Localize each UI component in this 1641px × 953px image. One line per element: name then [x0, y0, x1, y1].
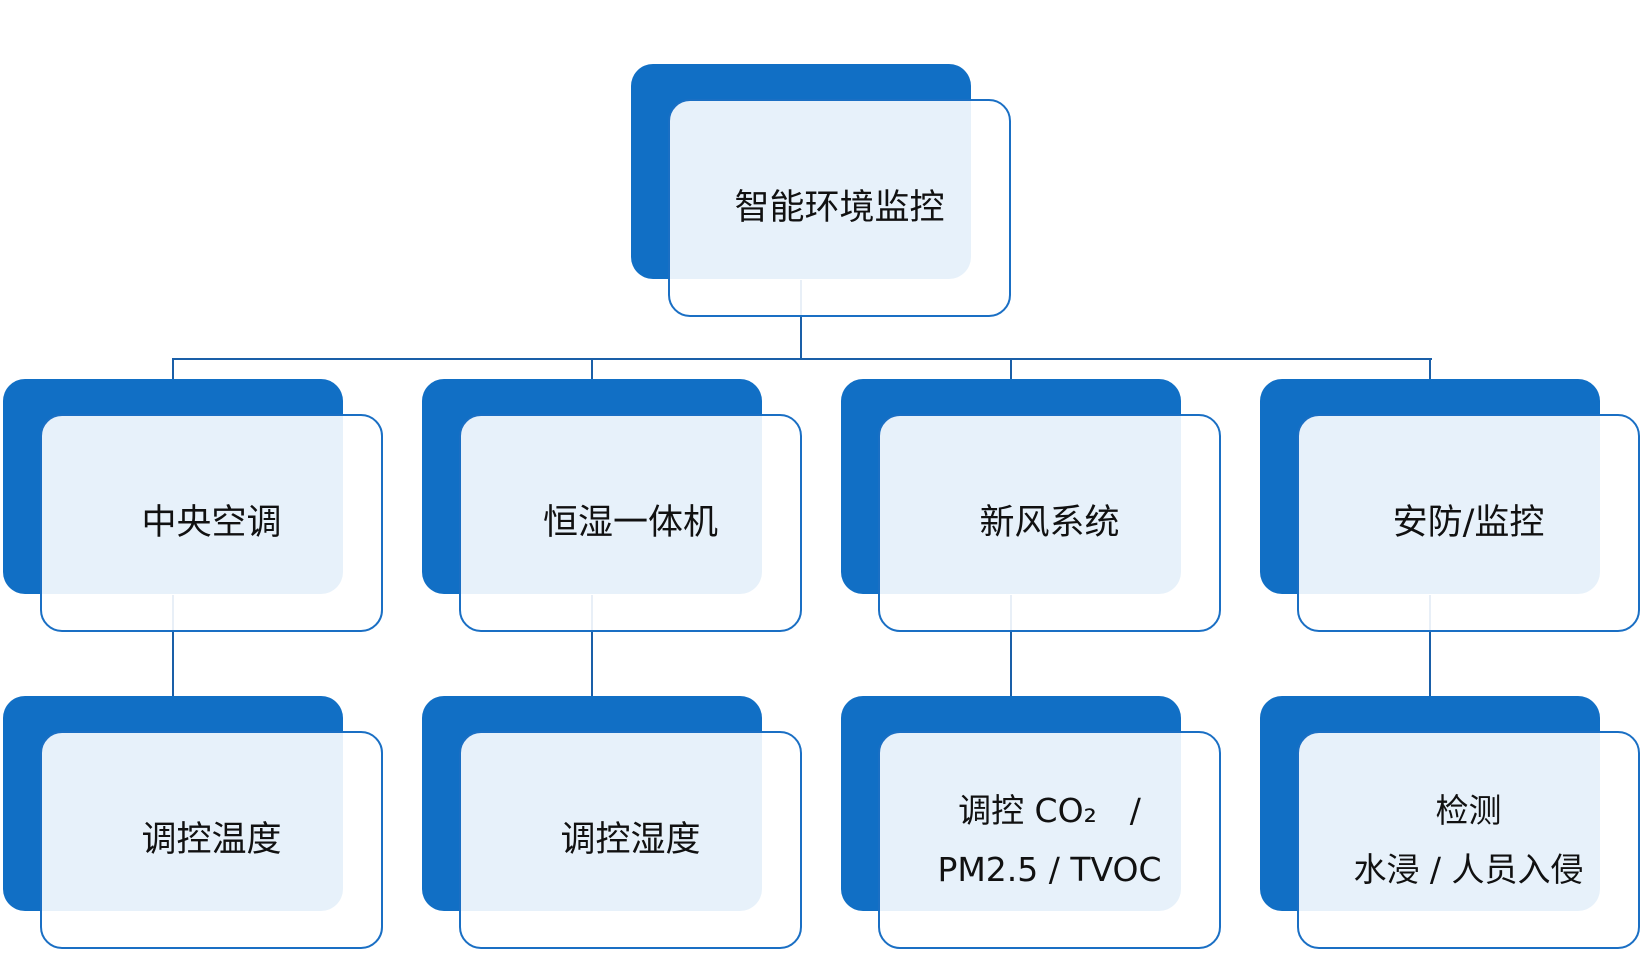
node-card: 新风系统: [878, 414, 1221, 632]
category-label: 新风系统: [979, 502, 1120, 543]
node-card: 调控湿度: [459, 731, 802, 949]
connector-horizontal: [172, 358, 1432, 360]
detail-line: 调控温度: [141, 819, 282, 860]
detail-node-humidity: 调控湿度: [422, 696, 802, 951]
detail-node-fresh-air: 调控 CO₂ / PM2.5 / TVOC: [841, 696, 1221, 951]
detail-line: 水浸 / 人员入侵: [1353, 850, 1584, 889]
node-card: 智能环境监控: [668, 99, 1011, 317]
detail-line: 调控 CO₂ /: [958, 790, 1141, 830]
connector-child-1: [172, 595, 174, 697]
detail-node-security: 检测 水浸 / 人员入侵: [1260, 696, 1640, 951]
detail-line: 调控湿度: [560, 819, 701, 860]
category-node-fresh-air: 新风系统: [841, 379, 1221, 634]
node-card: 安防/监控: [1297, 414, 1640, 632]
category-node-security: 安防/监控: [1260, 379, 1640, 634]
connector-branch-3: [1010, 358, 1012, 380]
category-label: 中央空调: [141, 502, 282, 543]
root-label: 智能环境监控: [734, 187, 945, 228]
node-card: 检测 水浸 / 人员入侵: [1297, 731, 1640, 949]
connector-root-down: [800, 280, 802, 360]
connector-child-2: [591, 595, 593, 697]
connector-child-4: [1429, 595, 1431, 697]
category-label: 恒湿一体机: [542, 502, 718, 543]
root-node: 智能环境监控: [631, 64, 1011, 319]
node-card: 调控温度: [40, 731, 383, 949]
detail-line: 检测: [1435, 790, 1502, 830]
connector-child-3: [1010, 595, 1012, 697]
category-node-humidity: 恒湿一体机: [422, 379, 802, 634]
node-card: 恒湿一体机: [459, 414, 802, 632]
detail-line: PM2.5 / TVOC: [937, 850, 1162, 889]
category-label: 安防/监控: [1392, 502, 1545, 543]
node-card: 中央空调: [40, 414, 383, 632]
connector-branch-2: [591, 358, 593, 380]
connector-branch-4: [1429, 358, 1431, 380]
node-card: 调控 CO₂ / PM2.5 / TVOC: [878, 731, 1221, 949]
connector-branch-1: [172, 358, 174, 380]
detail-node-hvac: 调控温度: [3, 696, 383, 951]
category-node-hvac: 中央空调: [3, 379, 383, 634]
